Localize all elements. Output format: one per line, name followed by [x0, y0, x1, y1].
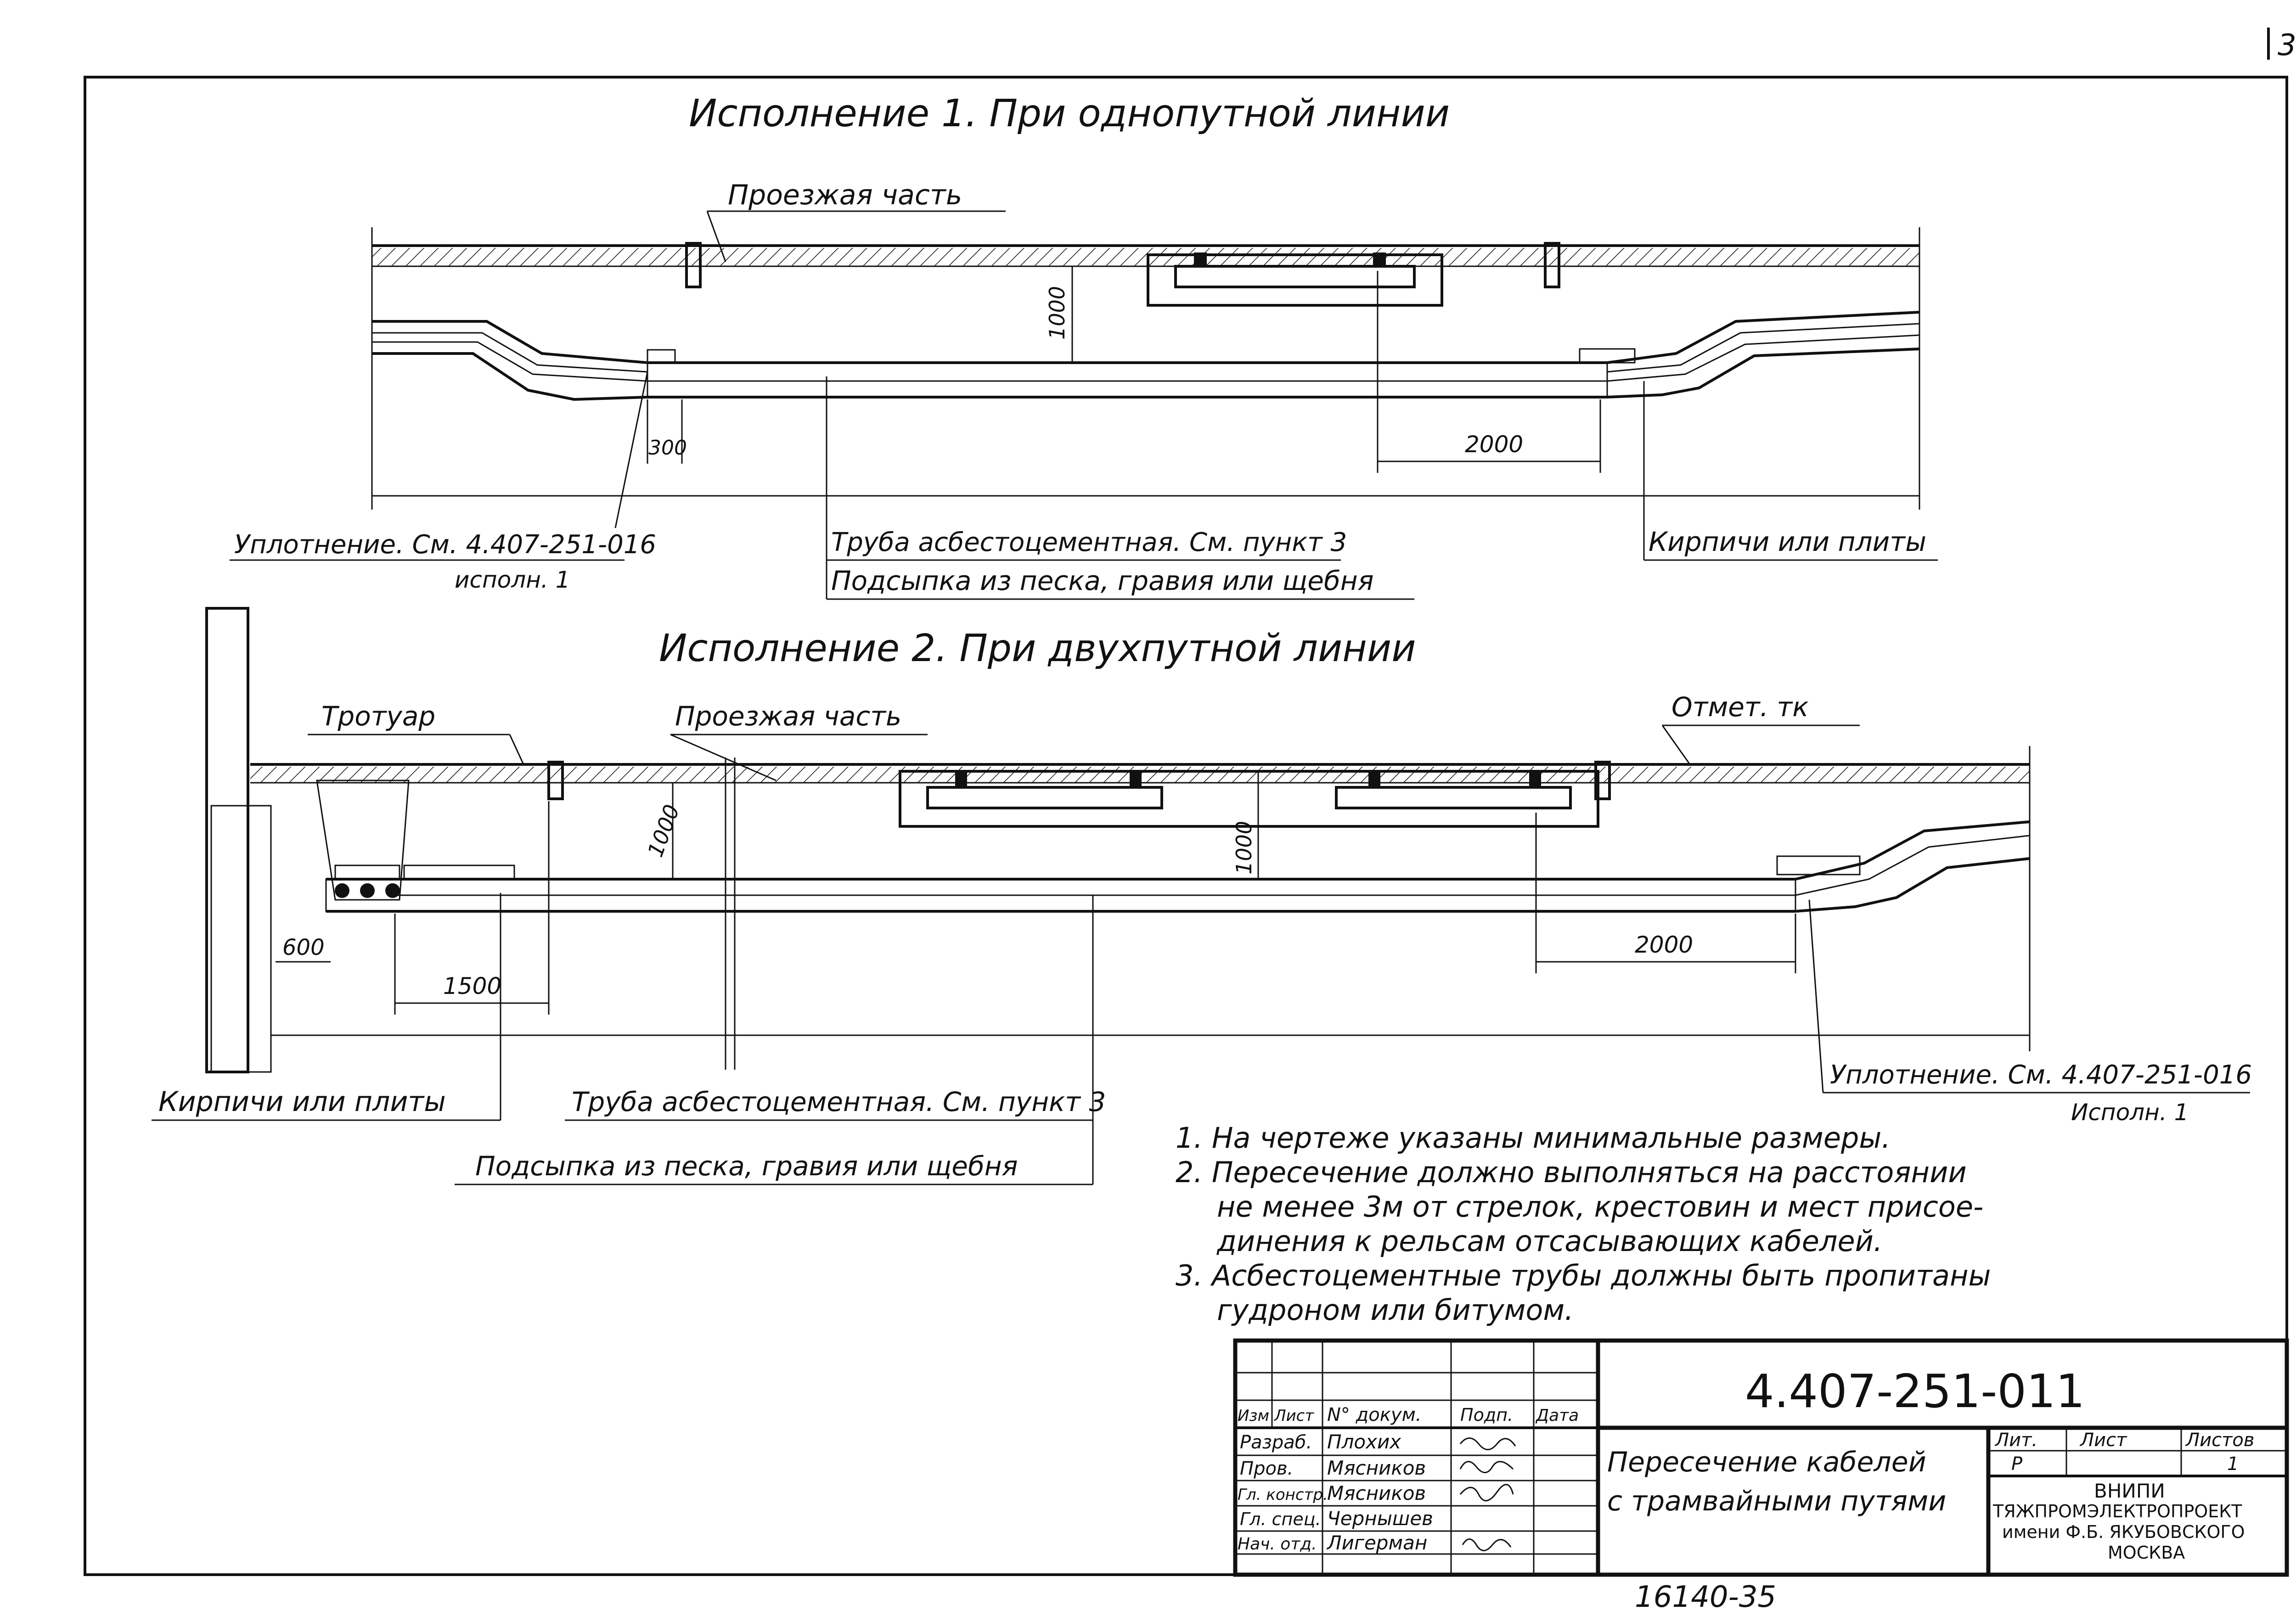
- s1-callout-seal-sub: исполн. 1: [455, 567, 570, 593]
- tb-sheet-label: Лист: [2079, 1430, 2127, 1451]
- s1-label-roadway: Проезжая часть: [728, 179, 962, 211]
- tb-role-3: Гл. констр.: [1238, 1486, 1328, 1504]
- s1-dim-300: 300: [648, 436, 687, 460]
- section-2-drawing: Исполнение 2. При двухпутной линии: [152, 607, 2252, 1185]
- tb-sheets-value: 1: [2227, 1453, 2239, 1475]
- tb-name-2: Мясников: [1327, 1457, 1426, 1479]
- tb-name-3: Мясников: [1327, 1482, 1426, 1504]
- note-line-1: 1. На чертеже указаны минимальные размер…: [1176, 1121, 1891, 1155]
- page-number: 34: [2278, 28, 2296, 62]
- tb-role-4: Гл. спец.: [1240, 1509, 1321, 1529]
- section-1-drawing: Исполнение 1. При однопутной линии: [230, 92, 1938, 600]
- s2-callout-seal: Уплотнение. См. 4.407-251-016: [1830, 1060, 2252, 1090]
- s2-dim-2000: 2000: [1635, 931, 1693, 958]
- title-block: Изм Лист N° докум. Подп. Дата Разраб. Пл…: [1233, 1338, 2289, 1577]
- tb-lit-value: Р: [2011, 1453, 2023, 1475]
- s1-callout-bricks: Кирпичи или плиты: [1649, 526, 1926, 557]
- tb-org-line-1: ВНИПИ: [2094, 1480, 2165, 1502]
- bottom-archive-mark: 16140-35: [1635, 1580, 1776, 1614]
- tb-org-line-2: ТЯЖПРОМЭЛЕКТРОПРОЕКТ: [1992, 1501, 2242, 1521]
- s2-label-roadway: Проезжая часть: [675, 701, 901, 732]
- s2-callout-bedding: Подсыпка из песка, гравия или щебня: [475, 1150, 1018, 1182]
- note-line-5: 3. Асбестоцементные трубы должны быть пр…: [1176, 1259, 1991, 1292]
- note-line-2: 2. Пересечение должно выполняться на рас…: [1176, 1156, 1967, 1189]
- tb-header-doc: N° докум.: [1327, 1404, 1422, 1425]
- sheet-frame: 34: [84, 28, 2296, 1576]
- s1-callout-bedding: Подсыпка из песка, гравия или щебня: [831, 565, 1374, 596]
- tb-name-5: Лигерман: [1326, 1532, 1427, 1554]
- tb-role-2: Пров.: [1240, 1458, 1293, 1479]
- note-line-3: не менее 3м от стрелок, крестовин и мест…: [1217, 1190, 1983, 1223]
- s2-callout-pipe: Труба асбестоцементная. См. пункт 3: [572, 1086, 1106, 1117]
- s1-callout-pipe: Труба асбестоцементная. См. пункт 3: [831, 527, 1347, 557]
- tb-header-date: Дата: [1535, 1406, 1579, 1425]
- section-2-title: Исполнение 2. При двухпутной линии: [659, 627, 1416, 670]
- tb-sheets-label: Листов: [2185, 1430, 2254, 1451]
- note-line-4: динения к рельсам отсасывающих кабелей.: [1216, 1224, 1883, 1258]
- s1-callout-seal: Уплотнение. См. 4.407-251-016: [234, 530, 656, 560]
- s2-label-grade: Отмет. тк: [1671, 691, 1808, 723]
- s1-dim-depth: 1000: [1045, 286, 1069, 340]
- tb-org-line-4: МОСКВА: [2108, 1543, 2185, 1563]
- section-1-title: Исполнение 1. При однопутной линии: [689, 92, 1450, 135]
- tb-title-line-1: Пересечение кабелей: [1607, 1446, 1926, 1478]
- s2-callout-bricks: Кирпичи или плиты: [158, 1086, 446, 1118]
- note-line-6: гудроном или битумом.: [1217, 1293, 1574, 1327]
- tb-name-1: Плохих: [1327, 1431, 1401, 1453]
- tb-header-sign: Подп.: [1460, 1405, 1513, 1425]
- tb-org-line-3: имени Ф.Б. ЯКУБОВСКОГО: [2002, 1522, 2245, 1542]
- s2-callout-seal-sub: Исполн. 1: [2071, 1099, 2189, 1126]
- s2-dim-depth-left: 1000: [643, 801, 685, 860]
- s2-dim-depth-mid: 1000: [1232, 821, 1256, 875]
- tb-role-5: Нач. отд.: [1238, 1535, 1317, 1554]
- notes-block: 1. На чертеже указаны минимальные размер…: [1176, 1121, 1991, 1327]
- s1-dim-2000: 2000: [1465, 431, 1523, 458]
- s2-label-sidewalk: Тротуар: [321, 701, 435, 732]
- tb-header-izm: Изм: [1238, 1407, 1269, 1425]
- tb-doc-code: 4.407-251-011: [1745, 1364, 2085, 1418]
- tb-title-line-2: с трамвайными путями: [1607, 1485, 1946, 1517]
- s2-dim-600: 600: [282, 935, 325, 960]
- tb-header-list: Лист: [1273, 1407, 1314, 1425]
- tb-name-4: Чернышев: [1327, 1507, 1433, 1530]
- tb-role-1: Разраб.: [1240, 1432, 1312, 1453]
- tb-lit-label: Лит.: [1994, 1430, 2037, 1451]
- s2-dim-1500: 1500: [443, 973, 501, 999]
